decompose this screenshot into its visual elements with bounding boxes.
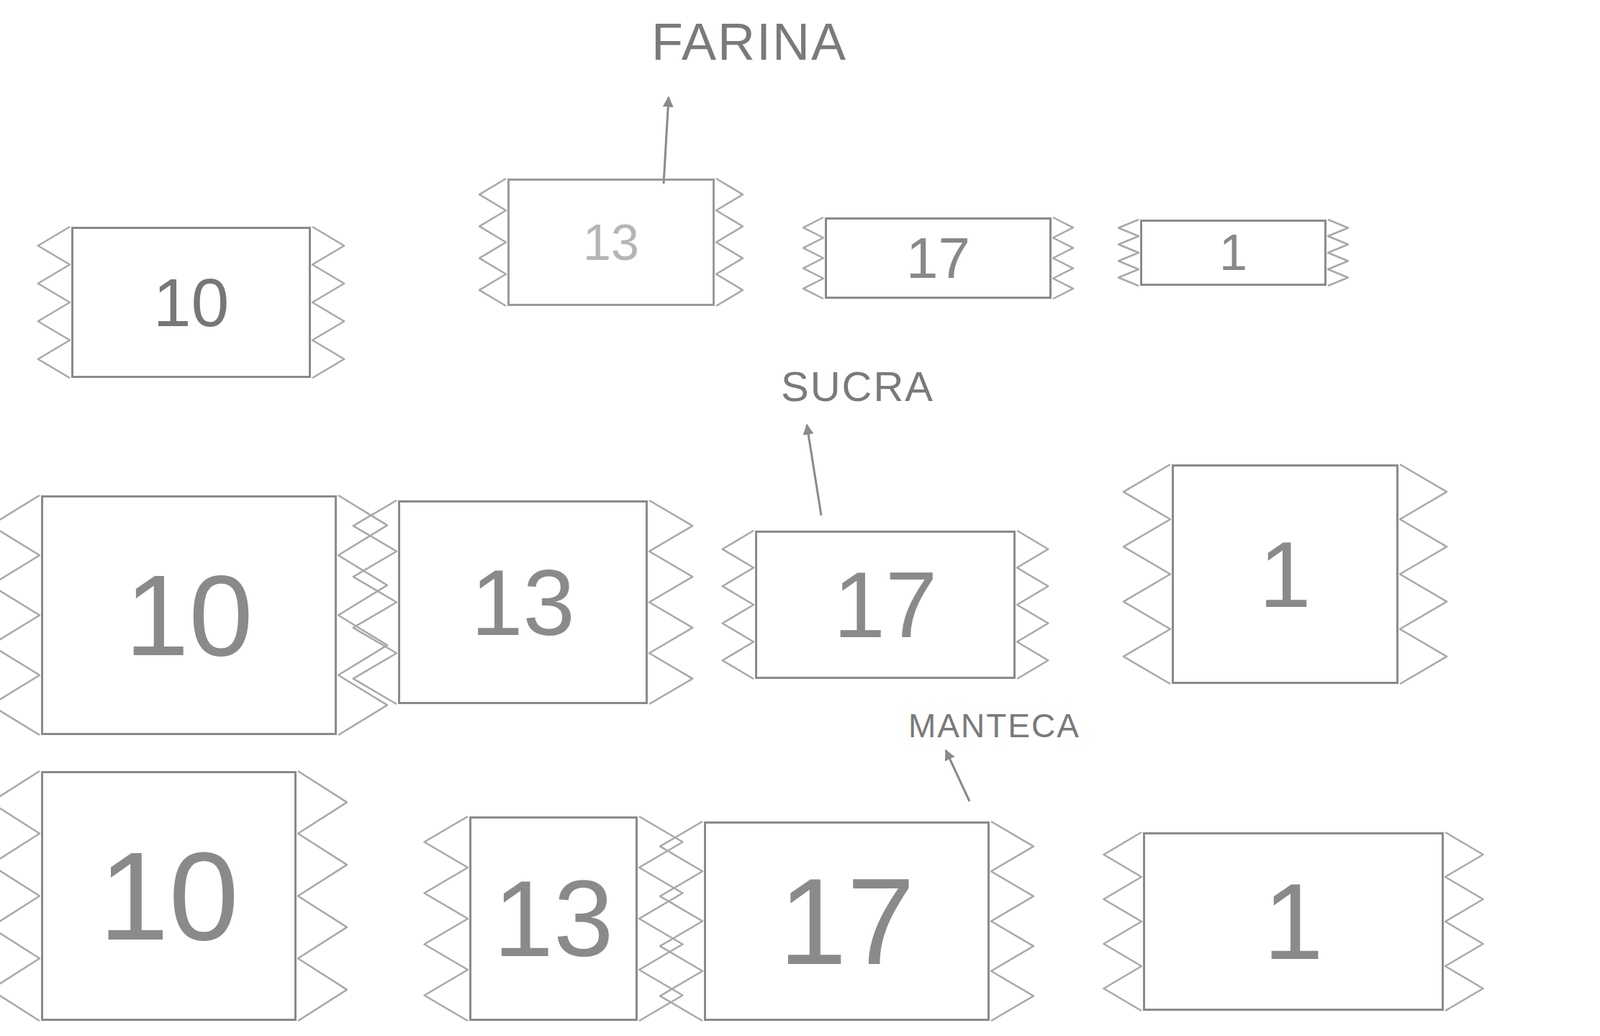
wrapper-box: 13	[469, 816, 638, 1021]
wrapper-box: 10	[71, 226, 311, 378]
wrapper-twist	[803, 217, 824, 299]
wrapper-twist	[716, 178, 743, 306]
wrapper-twist	[991, 821, 1034, 1021]
wrapper-twist	[1327, 219, 1349, 286]
wrapper-twist	[38, 226, 70, 378]
wrapper-box: 10	[41, 770, 297, 1021]
wrapper-twist	[353, 500, 397, 704]
wrapper-number: 10	[125, 557, 254, 673]
wrapper-twist	[1399, 464, 1447, 684]
wrapper-number: 17	[778, 860, 915, 983]
wrapper-box: 13	[398, 500, 648, 704]
wrapper-twist	[722, 530, 754, 679]
wrapper-number: 1	[1219, 227, 1248, 278]
wrapper-number: 1	[1263, 867, 1323, 976]
wrapper-twist	[479, 178, 506, 306]
wrapper-number: 10	[153, 268, 230, 337]
wrapper-twist	[1445, 832, 1484, 1011]
wrapper-twist	[1052, 217, 1074, 299]
wrapper-twist	[649, 500, 693, 704]
wrapper-twist	[1103, 832, 1142, 1011]
wrapper-twist	[0, 770, 40, 1021]
wrapper-twist	[1118, 219, 1139, 286]
wrapper-number: 10	[98, 832, 239, 959]
wrapper-box: 1	[1171, 464, 1399, 684]
ingredient-label: SUCRA	[780, 365, 935, 408]
wrapper-twist	[424, 816, 468, 1021]
wrapper-box: 10	[41, 495, 337, 735]
wrapper-number: 13	[470, 555, 576, 650]
wrapper-box: 1	[1142, 832, 1444, 1011]
wrapper-box: 17	[755, 530, 1016, 679]
wrapper-number: 17	[906, 229, 971, 288]
wrapper-box: 17	[824, 217, 1052, 299]
ingredient-label: MANTECA	[908, 708, 1081, 743]
wrapper-box: 13	[507, 178, 715, 306]
wrapper-box: 1	[1140, 219, 1327, 286]
wrapper-twist	[1017, 530, 1048, 679]
leader-arrow	[806, 424, 822, 516]
wrapper-number: 13	[493, 864, 614, 973]
wrapper-twist	[0, 495, 40, 735]
leader-arrow	[945, 749, 970, 802]
wrapper-twist	[312, 226, 345, 378]
wrapper-number: 17	[833, 557, 938, 652]
wrapper-twist	[297, 770, 347, 1021]
wrapper-box: 17	[703, 821, 990, 1021]
wrapper-number: 13	[582, 217, 640, 268]
wrapper-number: 1	[1258, 527, 1311, 622]
wrapper-twist	[1123, 464, 1171, 684]
wrapper-twist	[660, 821, 703, 1021]
ingredient-label: FARINA	[651, 15, 848, 68]
leader-arrow	[663, 97, 669, 184]
